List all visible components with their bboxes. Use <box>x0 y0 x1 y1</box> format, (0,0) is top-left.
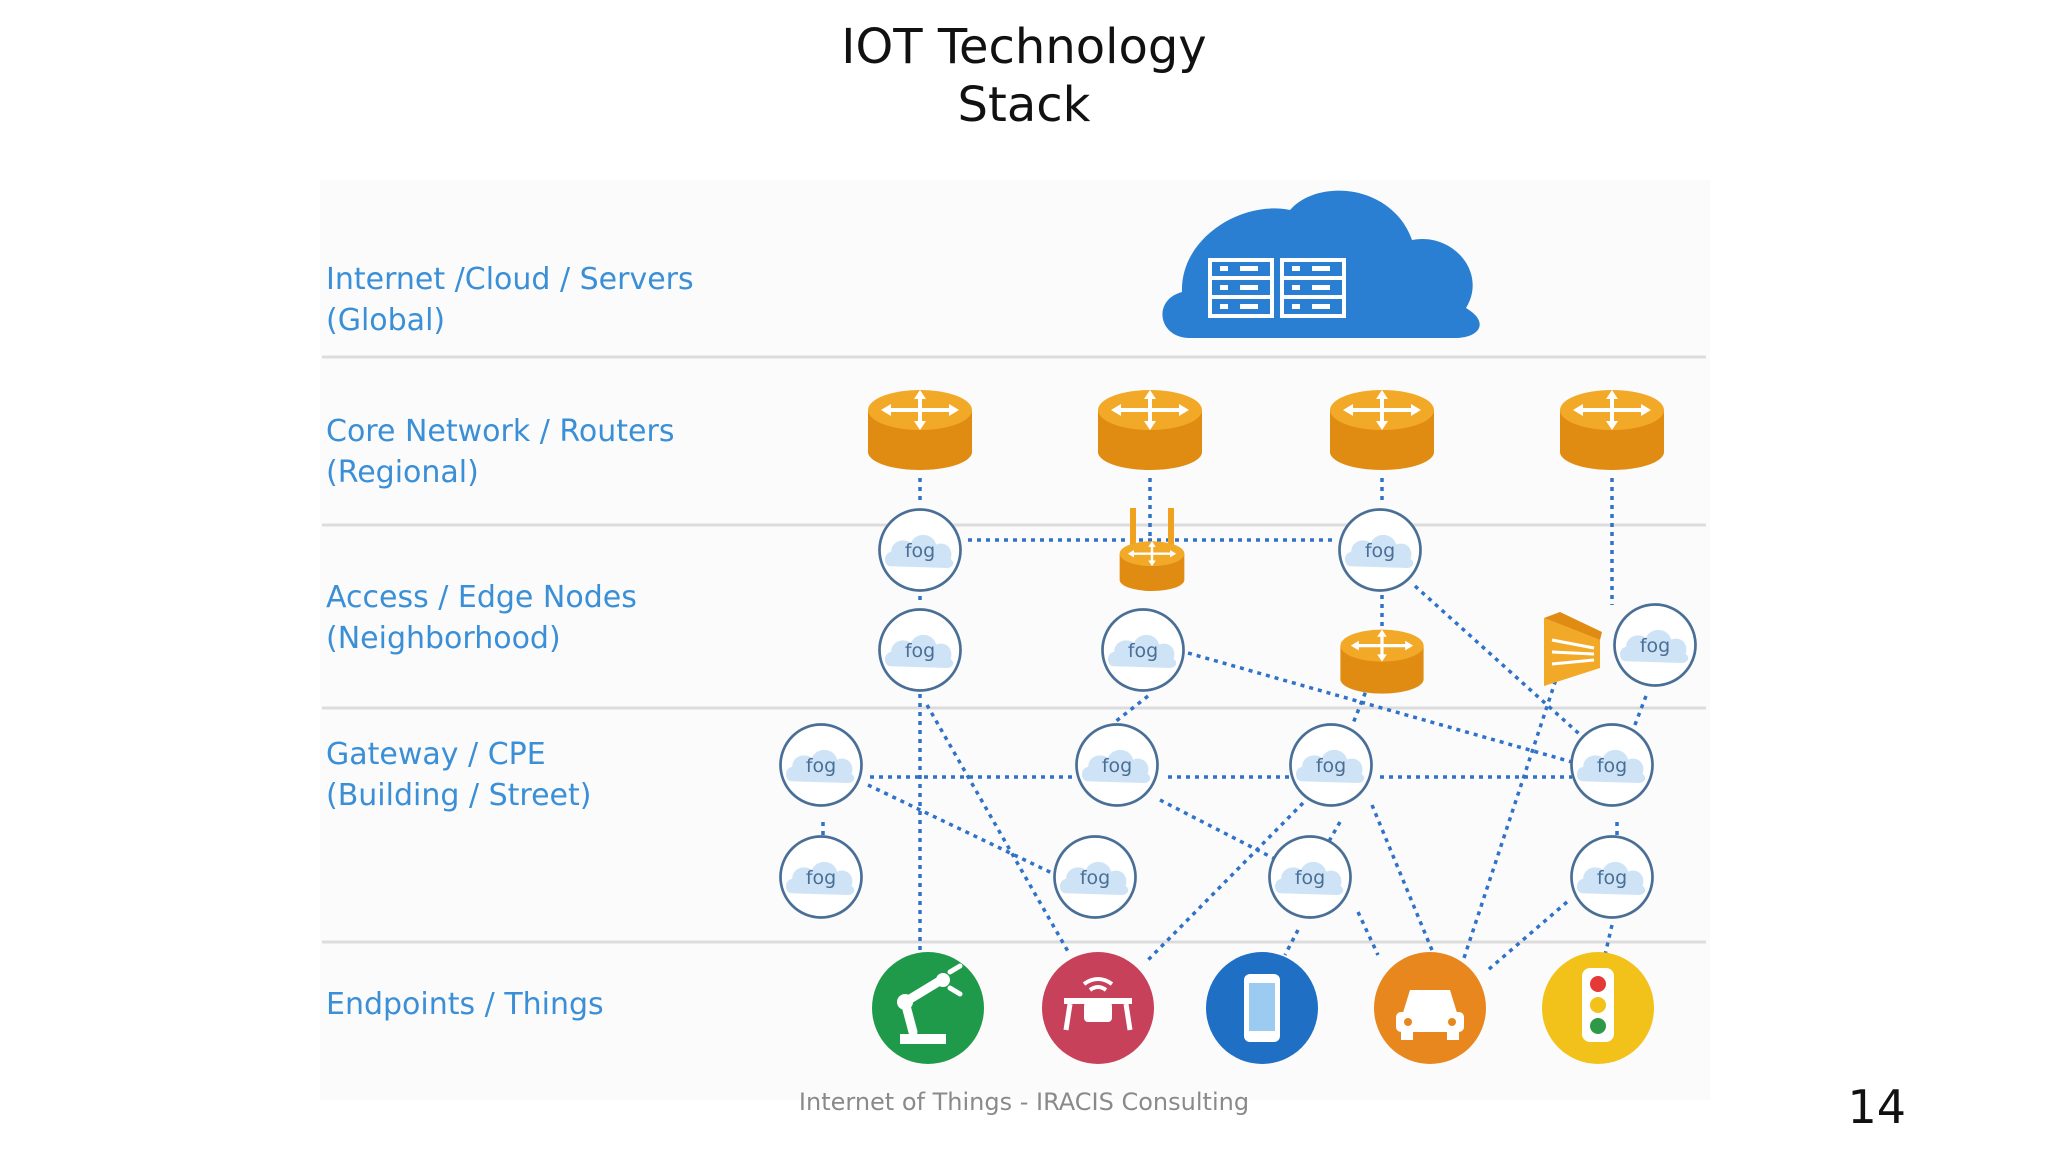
layer-labels: Internet /Cloud / Servers (Global) Core … <box>326 262 694 1022</box>
fog-node-label: fog <box>1102 755 1132 777</box>
title-line-2: Stack <box>957 77 1091 133</box>
edge-switch-icon <box>1544 612 1602 686</box>
edge-router-icon <box>1338 628 1426 696</box>
fog-node: fog <box>1570 835 1654 919</box>
fog-node-label: fog <box>1597 867 1627 889</box>
layer-cloud-name: Internet /Cloud / Servers <box>326 262 694 297</box>
layer-core-name: Core Network / Routers <box>326 414 674 449</box>
fog-node-label: fog <box>1365 540 1395 562</box>
slide-title: IOT Technology Stack <box>0 18 2048 134</box>
fog-node-label: fog <box>1080 867 1110 889</box>
layer-cloud-scope: (Global) <box>326 303 445 338</box>
layer-endpoints-name: Endpoints / Things <box>326 987 604 1022</box>
drone-icon <box>1042 952 1154 1064</box>
fog-node: fog <box>1289 723 1373 807</box>
network-links <box>821 478 1648 972</box>
fog-node: fog <box>1338 508 1422 592</box>
fog-node-label: fog <box>1295 867 1325 889</box>
fog-node: fog <box>1053 835 1137 919</box>
fog-node: fog <box>878 508 962 592</box>
fog-node: fog <box>1075 723 1159 807</box>
fog-node-label: fog <box>905 640 935 662</box>
fog-node: fog <box>1570 723 1654 807</box>
fog-node-label: fog <box>1316 755 1346 777</box>
fog-node: fog <box>878 608 962 692</box>
title-line-1: IOT Technology <box>841 19 1207 75</box>
layer-edge-scope: (Neighborhood) <box>326 621 561 656</box>
wireless-router-icon <box>1118 508 1186 593</box>
layer-gateway-name: Gateway / CPE <box>326 737 546 772</box>
fog-node: fog <box>1268 835 1352 919</box>
slide-footer: Internet of Things - IRACIS Consulting <box>798 1088 1250 1116</box>
cloud-servers-icon <box>1162 190 1480 338</box>
fog-node: fog <box>779 835 863 919</box>
fog-node: fog <box>1101 608 1185 692</box>
layer-gateway-scope: (Building / Street) <box>326 778 591 813</box>
fog-node-label: fog <box>1128 640 1158 662</box>
car-icon <box>1374 952 1486 1064</box>
core-router-icon <box>1558 388 1666 472</box>
layer-core-scope: (Regional) <box>326 455 479 490</box>
diagram-panel <box>320 180 1710 1100</box>
layer-edge-name: Access / Edge Nodes <box>326 580 637 615</box>
fog-node-label: fog <box>806 867 836 889</box>
layer-separators <box>322 355 1706 944</box>
core-router-icon <box>1328 388 1436 472</box>
core-router-icon <box>1096 388 1204 472</box>
fog-node: fog <box>779 723 863 807</box>
traffic-light-icon <box>1542 952 1654 1064</box>
page-number: 14 <box>1847 1080 1906 1134</box>
smartphone-icon <box>1206 952 1318 1064</box>
robot-arm-icon <box>872 952 984 1064</box>
fog-node: fog <box>1613 603 1697 687</box>
fog-node-label: fog <box>905 540 935 562</box>
fog-node-label: fog <box>1597 755 1627 777</box>
core-router-icon <box>866 388 974 472</box>
fog-node-label: fog <box>1640 635 1670 657</box>
fog-node-label: fog <box>806 755 836 777</box>
